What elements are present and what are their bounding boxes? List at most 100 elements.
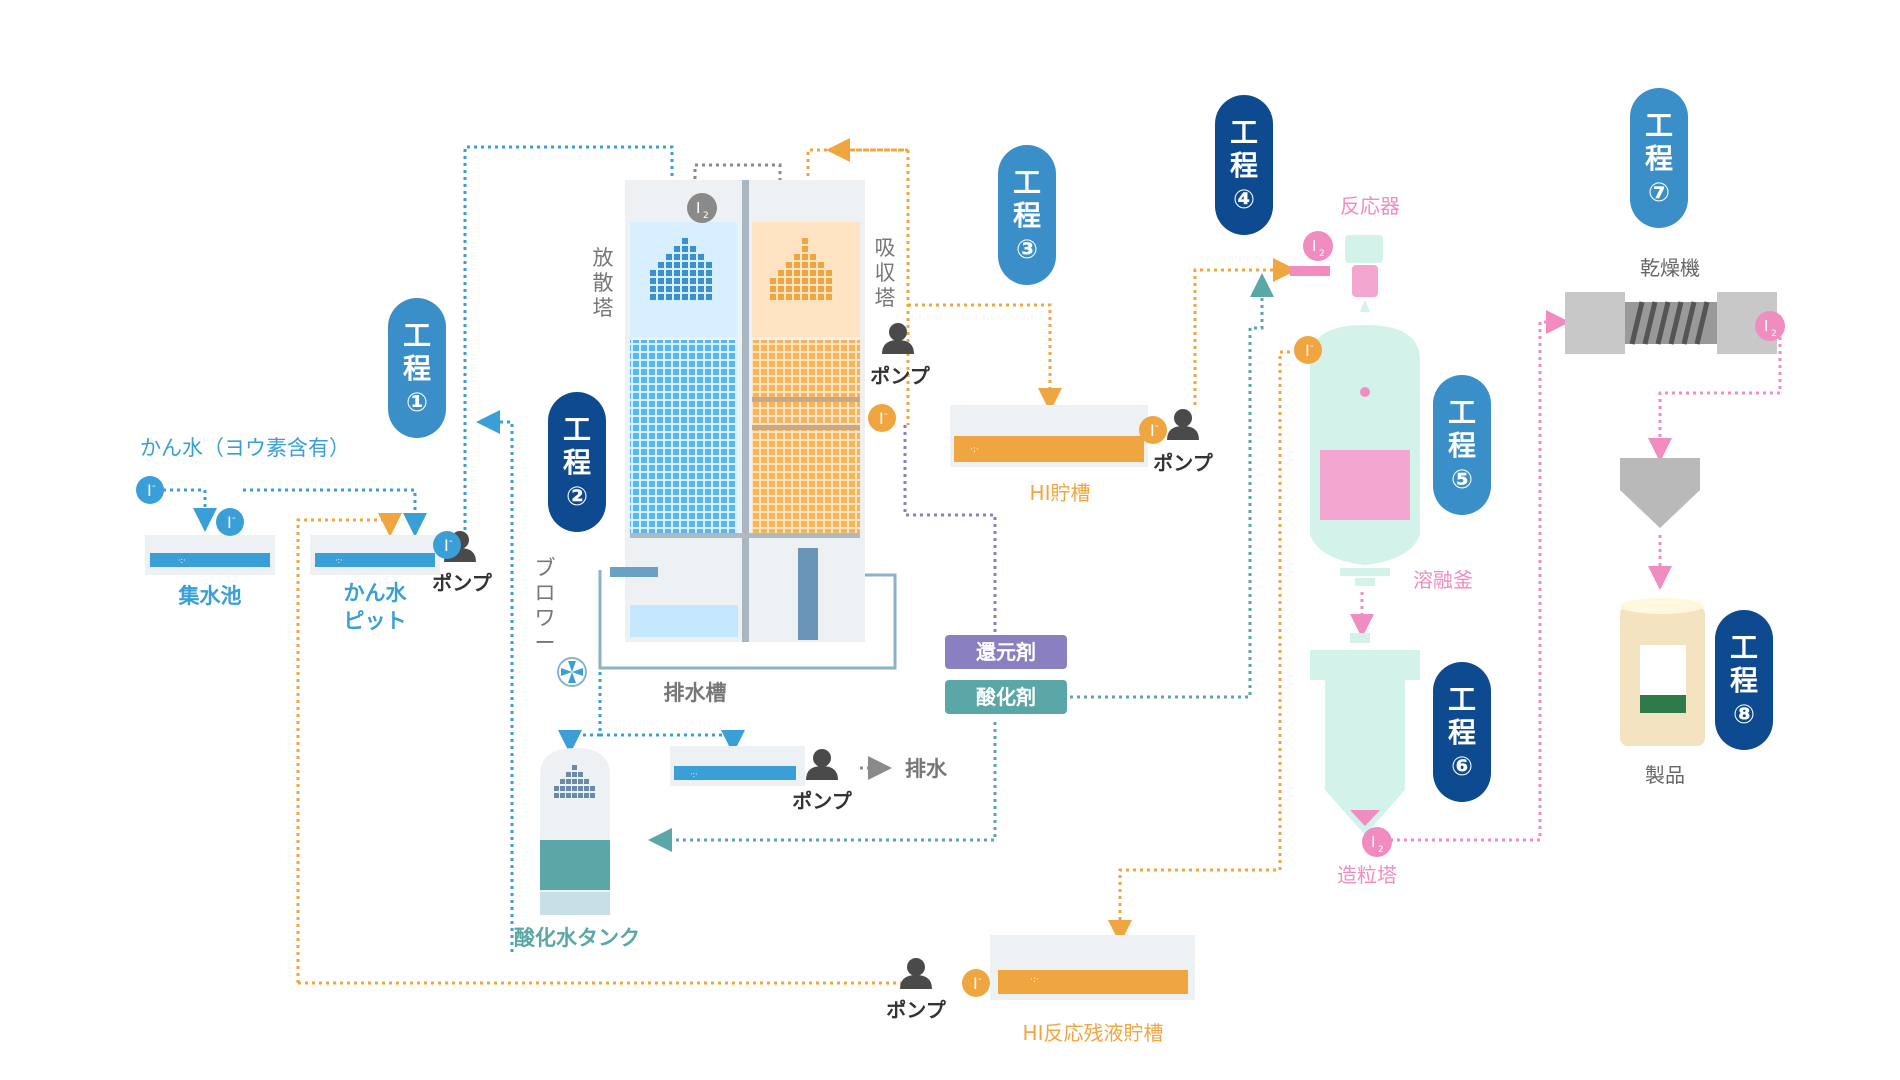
drain-tank: ·:· bbox=[670, 746, 805, 786]
svg-text:工: 工 bbox=[1730, 631, 1758, 664]
svg-text:ー: ー bbox=[535, 631, 556, 655]
svg-text:程: 程 bbox=[563, 446, 591, 479]
svg-text:収: 収 bbox=[875, 261, 896, 285]
svg-text:⑤: ⑤ bbox=[1451, 465, 1473, 495]
svg-text:·:·: ·:· bbox=[335, 556, 343, 565]
svg-text:·:·: ·:· bbox=[1030, 975, 1039, 985]
svg-text:-: - bbox=[1155, 421, 1159, 432]
collection-pond-label: 集水池 bbox=[178, 584, 242, 608]
svg-text:·:·: ·:· bbox=[178, 556, 186, 565]
drain-tank-label: 排水槽 bbox=[664, 681, 727, 705]
pump-label: ポンプ bbox=[432, 571, 492, 595]
svg-text:還元剤: 還元剤 bbox=[976, 640, 1036, 664]
pump-icon bbox=[900, 958, 932, 989]
step-badge-7: 工 程 ⑦ bbox=[1630, 88, 1688, 228]
iodine-flow-lines bbox=[1350, 310, 1782, 842]
oxidizing-agent-tag: 酸化剤 bbox=[945, 680, 1067, 714]
oxidizer-flow-lines bbox=[648, 273, 1274, 852]
svg-text:I: I bbox=[147, 481, 152, 500]
svg-text:⑧: ⑧ bbox=[1733, 700, 1755, 730]
svg-text:I: I bbox=[1305, 341, 1310, 360]
svg-text:·:·: ·:· bbox=[970, 445, 979, 455]
step-badge-1: 工 程 ① bbox=[388, 298, 446, 438]
svg-text:程: 程 bbox=[1730, 664, 1758, 697]
pump-label: ポンプ bbox=[886, 998, 946, 1022]
pump-label: ポンプ bbox=[792, 789, 852, 813]
svg-text:-: - bbox=[152, 481, 156, 492]
brine-pit: ·:· bbox=[310, 535, 440, 575]
svg-text:-: - bbox=[978, 974, 982, 985]
iodide-ion-icon: I- bbox=[1294, 336, 1322, 364]
svg-text:⑥: ⑥ bbox=[1451, 752, 1473, 782]
svg-text:酸化剤: 酸化剤 bbox=[976, 685, 1036, 709]
svg-text:I: I bbox=[1312, 237, 1316, 255]
step-badge-4: 工 程 ④ bbox=[1215, 95, 1273, 235]
svg-text:-: - bbox=[232, 513, 236, 524]
svg-text:工: 工 bbox=[1645, 109, 1673, 142]
step-badge-5: 工 程 ⑤ bbox=[1433, 375, 1491, 515]
svg-text:工: 工 bbox=[563, 413, 591, 446]
pump-icon bbox=[1167, 409, 1199, 440]
iodide-ion-icon: I- bbox=[868, 404, 896, 432]
svg-text:2: 2 bbox=[703, 211, 709, 221]
svg-text:程: 程 bbox=[1645, 142, 1673, 175]
reducing-agent-tag: 還元剤 bbox=[945, 635, 1067, 669]
svg-text:④: ④ bbox=[1233, 185, 1255, 215]
iodide-ion-icon: I- bbox=[136, 476, 164, 504]
hi-flow-lines bbox=[296, 138, 1297, 985]
svg-text:工: 工 bbox=[1013, 166, 1041, 199]
iodide-ion-icon: I- bbox=[216, 508, 244, 536]
oxidized-water-tank-label: 酸化水タンク bbox=[514, 926, 640, 950]
svg-text:I: I bbox=[1150, 421, 1155, 440]
brine-pit-label-2: ピット bbox=[344, 609, 407, 633]
svg-text:2: 2 bbox=[1319, 249, 1325, 259]
hi-residue-tank-label: HI反応残液貯槽 bbox=[1023, 1021, 1164, 1045]
svg-text:程: 程 bbox=[1013, 199, 1041, 232]
step-badge-8: 工 程 ⑧ bbox=[1715, 610, 1773, 750]
svg-text:I: I bbox=[444, 536, 449, 555]
reactor-label: 反応器 bbox=[1340, 194, 1400, 218]
drain-label: 排水 bbox=[905, 757, 948, 781]
reducer-flow-line bbox=[903, 425, 997, 640]
step-badge-6: 工 程 ⑥ bbox=[1433, 662, 1491, 802]
svg-text:⑦: ⑦ bbox=[1648, 178, 1670, 208]
oxidized-water-tank bbox=[540, 748, 610, 915]
iodide-ion-icon: I- bbox=[1139, 416, 1167, 444]
svg-text:工: 工 bbox=[403, 319, 431, 352]
granulation-tower-label: 造粒塔 bbox=[1337, 863, 1397, 887]
svg-text:-: - bbox=[449, 536, 453, 547]
svg-text:工: 工 bbox=[1448, 396, 1476, 429]
melting-pot bbox=[1310, 300, 1420, 586]
svg-text:工: 工 bbox=[1230, 116, 1258, 149]
svg-text:I: I bbox=[1371, 833, 1375, 851]
svg-text:散: 散 bbox=[593, 271, 614, 295]
svg-text:③: ③ bbox=[1016, 235, 1038, 265]
dryer bbox=[1565, 292, 1777, 354]
svg-text:ロ: ロ bbox=[535, 581, 556, 605]
hopper bbox=[1620, 458, 1700, 528]
pump-label: ポンプ bbox=[1153, 451, 1213, 475]
svg-text:ブ: ブ bbox=[535, 556, 556, 580]
product-drum bbox=[1620, 598, 1705, 746]
svg-text:程: 程 bbox=[1448, 429, 1476, 462]
brine-pit-label: かん水 bbox=[344, 581, 408, 605]
svg-text:工: 工 bbox=[1448, 683, 1476, 716]
iodide-ion-icon: I- bbox=[962, 969, 990, 997]
svg-text:程: 程 bbox=[1230, 149, 1258, 182]
svg-text:-: - bbox=[1310, 341, 1314, 352]
tower-assembly bbox=[610, 180, 865, 642]
svg-text:塔: 塔 bbox=[875, 286, 896, 310]
melting-pot-label: 溶融釜 bbox=[1413, 568, 1473, 592]
pump-icon bbox=[806, 749, 838, 780]
blower-label: ブ ロ ワ ー bbox=[535, 556, 556, 655]
svg-text:②: ② bbox=[566, 482, 588, 512]
svg-text:I: I bbox=[879, 409, 884, 428]
svg-text:放: 放 bbox=[593, 246, 614, 270]
dryer-label: 乾燥機 bbox=[1640, 256, 1700, 280]
reactor bbox=[1290, 235, 1383, 297]
product-label: 製品 bbox=[1645, 763, 1685, 787]
